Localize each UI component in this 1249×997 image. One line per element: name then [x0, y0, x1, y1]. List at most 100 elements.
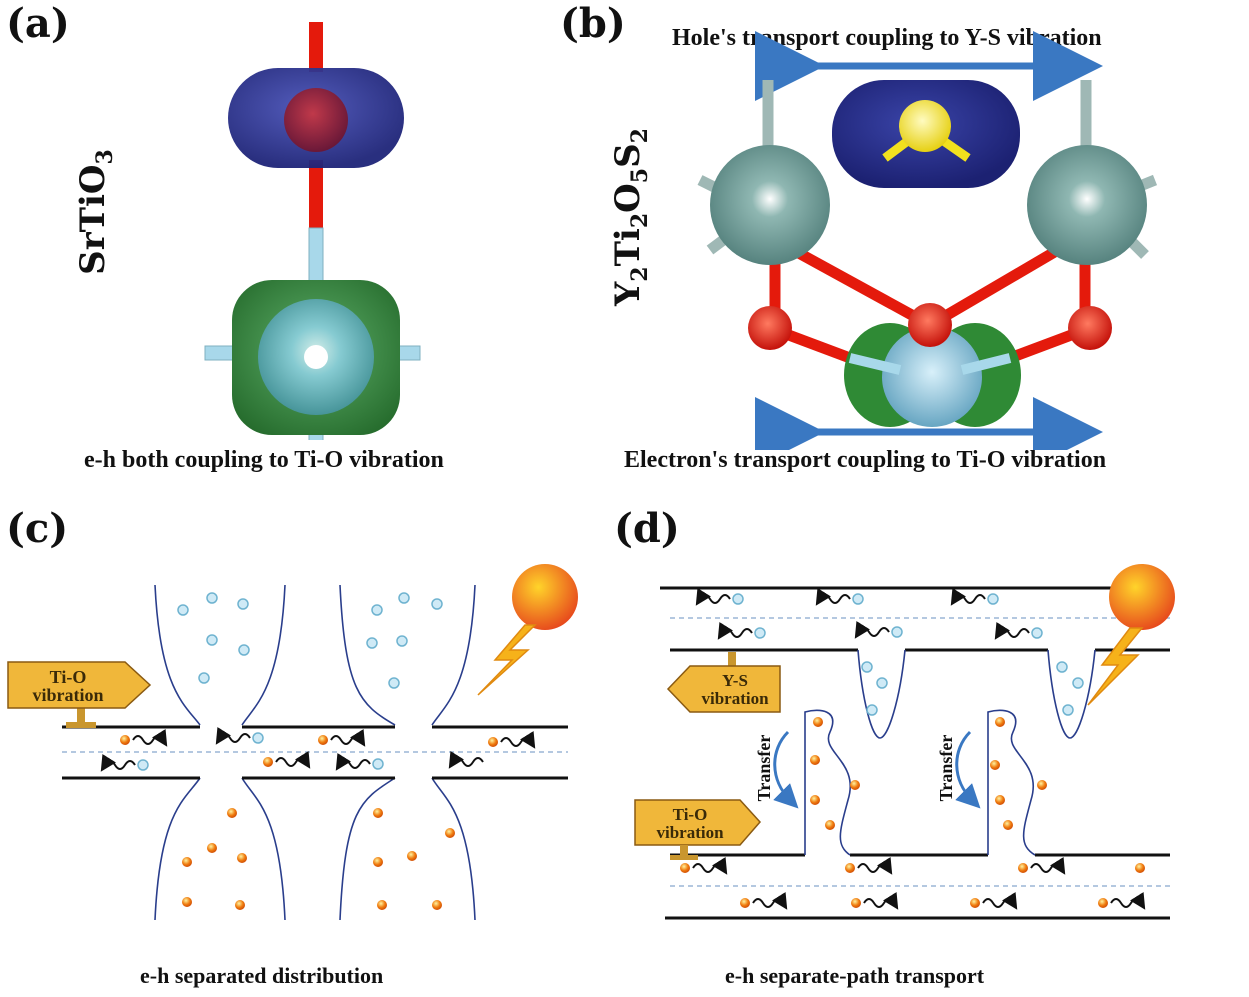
- hole: [252, 732, 264, 744]
- phonon-wave-arrow: [950, 587, 986, 606]
- hole: [866, 704, 878, 716]
- hole: [398, 592, 410, 604]
- sun-icon: [1109, 564, 1175, 630]
- panel-d-diagram: Transfer Transfer Y-S vibration Ti-O vib…: [634, 564, 1175, 920]
- sun-icon: [512, 564, 578, 630]
- sign-line-1: Y-S: [722, 671, 748, 690]
- hole-funnel: [154, 584, 201, 726]
- electron: [263, 757, 273, 767]
- hole-well: [1047, 649, 1096, 739]
- sign-post: [728, 652, 736, 666]
- phonon-wave-arrow: [330, 728, 366, 747]
- electron: [813, 717, 823, 727]
- panel-a-caption: e-h both coupling to Ti-O vibration: [84, 447, 444, 473]
- phonon-wave-arrow: [857, 856, 893, 875]
- phonon-wave-arrow: [215, 726, 251, 745]
- electron: [373, 808, 383, 818]
- ti-o-vibration-sign: [634, 799, 762, 846]
- hole: [1056, 661, 1068, 673]
- sign-post: [77, 705, 85, 727]
- transfer-label: Transfer: [936, 735, 956, 802]
- electron-funnel: [804, 709, 851, 856]
- electron: [120, 735, 130, 745]
- hole: [754, 627, 766, 639]
- hole: [891, 626, 903, 638]
- phonon-wave-arrow: [100, 753, 136, 772]
- hole: [206, 592, 218, 604]
- electron: [810, 755, 820, 765]
- phonon-wave-arrow: [335, 752, 371, 771]
- sign-post-foot: [66, 722, 96, 728]
- electron: [850, 780, 860, 790]
- electron: [318, 735, 328, 745]
- hole-funnel: [241, 584, 286, 726]
- phonon-wave-arrow: [275, 750, 311, 769]
- electron: [1135, 863, 1145, 873]
- hole: [238, 644, 250, 656]
- electron: [1003, 820, 1013, 830]
- sign-line-1: Ti-O: [673, 805, 708, 824]
- oxygen-atom: [908, 303, 952, 347]
- yttrium-atom: [1027, 145, 1147, 265]
- hole: [987, 593, 999, 605]
- hole: [1062, 704, 1074, 716]
- electron: [377, 900, 387, 910]
- electron: [970, 898, 980, 908]
- phonon-wave-arrow: [695, 587, 731, 606]
- sign-line-1: Ti-O: [50, 667, 87, 687]
- transfer-arrow: [773, 730, 799, 809]
- electron: [182, 897, 192, 907]
- panel-d-caption: e-h separate-path transport: [725, 963, 985, 988]
- phonon-wave-arrow: [854, 620, 890, 639]
- lightning-icon: [477, 624, 537, 696]
- electron-funnel: [241, 777, 286, 921]
- hole: [388, 677, 400, 689]
- electron: [810, 795, 820, 805]
- panel-c-caption: e-h separated distribution: [140, 963, 384, 988]
- electron: [825, 820, 835, 830]
- ti-o-bond: [960, 353, 1012, 375]
- phonon-wave-arrow: [1110, 891, 1146, 910]
- electron: [432, 900, 442, 910]
- hole: [861, 661, 873, 673]
- panel-c-diagram: Ti-O vibration: [7, 564, 578, 921]
- panel-c-label: (c): [6, 505, 69, 552]
- oxygen-atom: [284, 88, 348, 152]
- hole-funnel: [339, 584, 396, 726]
- sulfur-atom: [899, 100, 951, 152]
- phonon-wave-arrow: [448, 750, 484, 769]
- phonon-wave-arrow: [815, 587, 851, 606]
- hole: [366, 637, 378, 649]
- electron: [237, 853, 247, 863]
- ti-o-vibration-sign: [7, 661, 152, 709]
- electron: [845, 863, 855, 873]
- electron-funnel: [154, 777, 201, 921]
- hole: [732, 593, 744, 605]
- ti-o-bond: [309, 22, 323, 72]
- hole: [206, 634, 218, 646]
- sign-line-2: vibration: [32, 685, 103, 705]
- electron: [740, 898, 750, 908]
- transfer-label: Transfer: [754, 735, 774, 802]
- phonon-wave-arrow: [863, 891, 899, 910]
- electron-funnel: [431, 777, 476, 921]
- panel-a-label: (a): [6, 0, 70, 47]
- hole: [396, 635, 408, 647]
- hole-funnel: [431, 584, 476, 726]
- electron: [680, 863, 690, 873]
- phonon-wave-arrow: [717, 621, 753, 640]
- sign-post: [680, 845, 688, 857]
- hole: [137, 759, 149, 771]
- electron: [995, 795, 1005, 805]
- hole: [371, 604, 383, 616]
- phonon-wave-arrow: [982, 891, 1018, 910]
- panel-d-label: (d): [614, 505, 680, 552]
- phonon-wave-arrow: [692, 856, 728, 875]
- electron: [1018, 863, 1028, 873]
- ti-o-bond: [309, 160, 323, 230]
- panel-a: (a) SrTiO3: [0, 0, 600, 490]
- panel-b: (b) Hole's transport coupling to Y-S vib…: [560, 0, 1249, 490]
- sign-line-2: vibration: [656, 823, 724, 842]
- electron: [227, 808, 237, 818]
- hole: [1031, 627, 1043, 639]
